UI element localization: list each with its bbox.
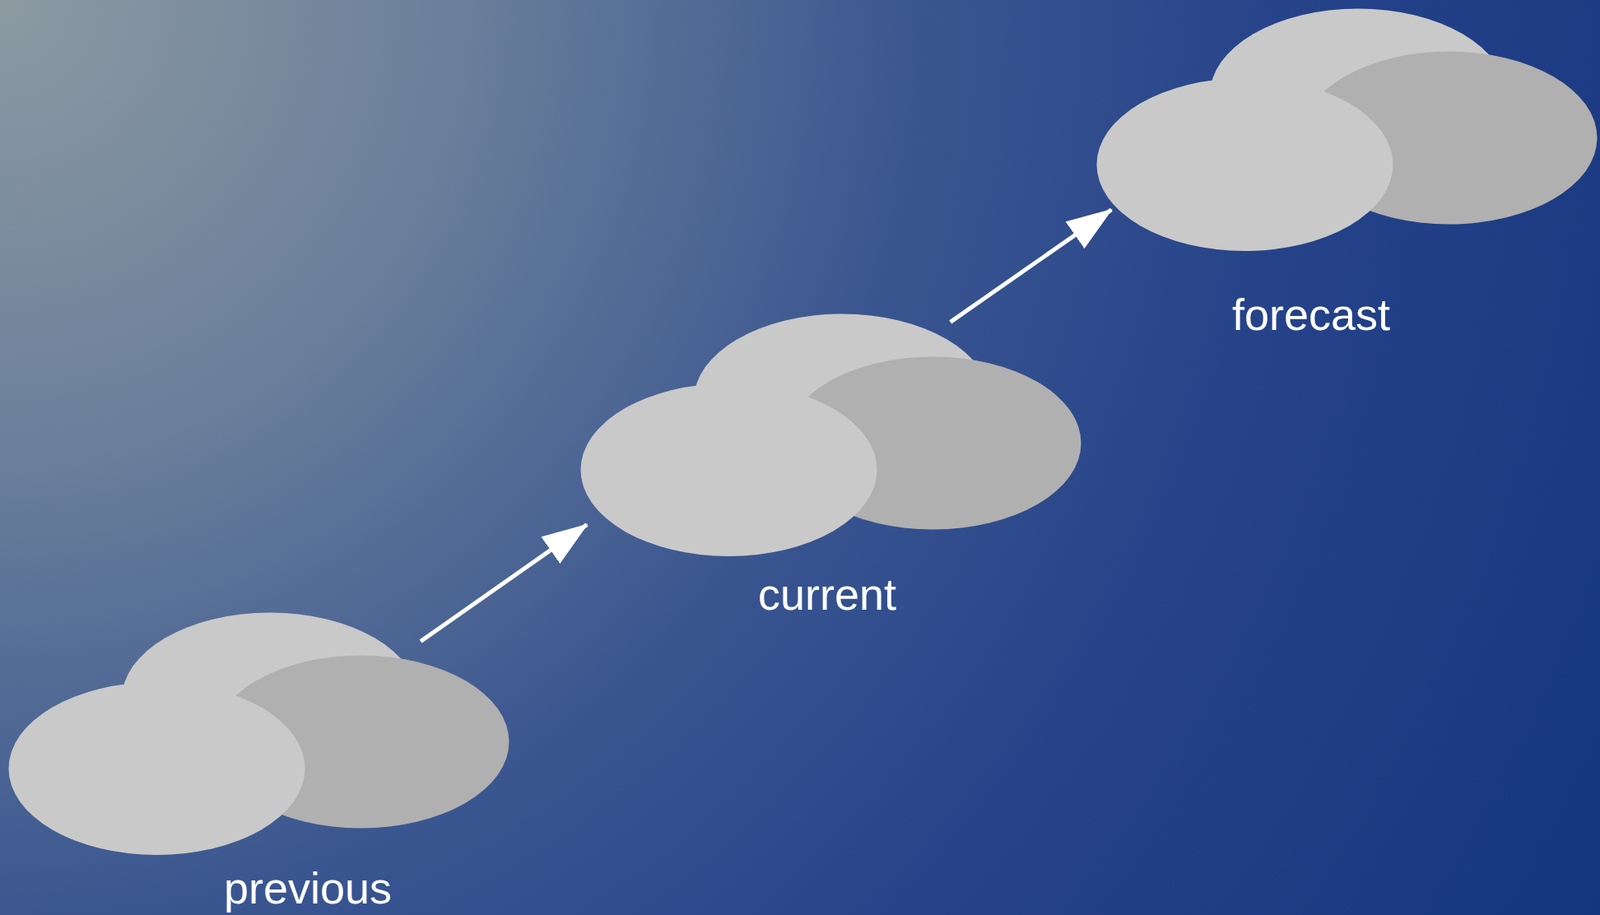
cloud-label: current (758, 572, 897, 617)
flow-connector (950, 209, 1112, 322)
cloud-puff (1097, 78, 1394, 252)
cloud-label: forecast (1232, 292, 1391, 337)
cloud-shape (581, 313, 1080, 557)
cloud-puff (581, 383, 878, 557)
cloud-shape (1097, 8, 1596, 252)
cloud-label: previous (223, 865, 392, 911)
cloud-node: previous (9, 612, 508, 856)
cloud-node: forecast (1097, 8, 1596, 252)
flow-arrow (950, 209, 1112, 322)
cloud-shape (9, 612, 508, 856)
flow-arrow (420, 525, 587, 642)
cloud-node: current (581, 313, 1080, 557)
cloud-puff (9, 682, 306, 856)
flow-connector (420, 525, 587, 642)
